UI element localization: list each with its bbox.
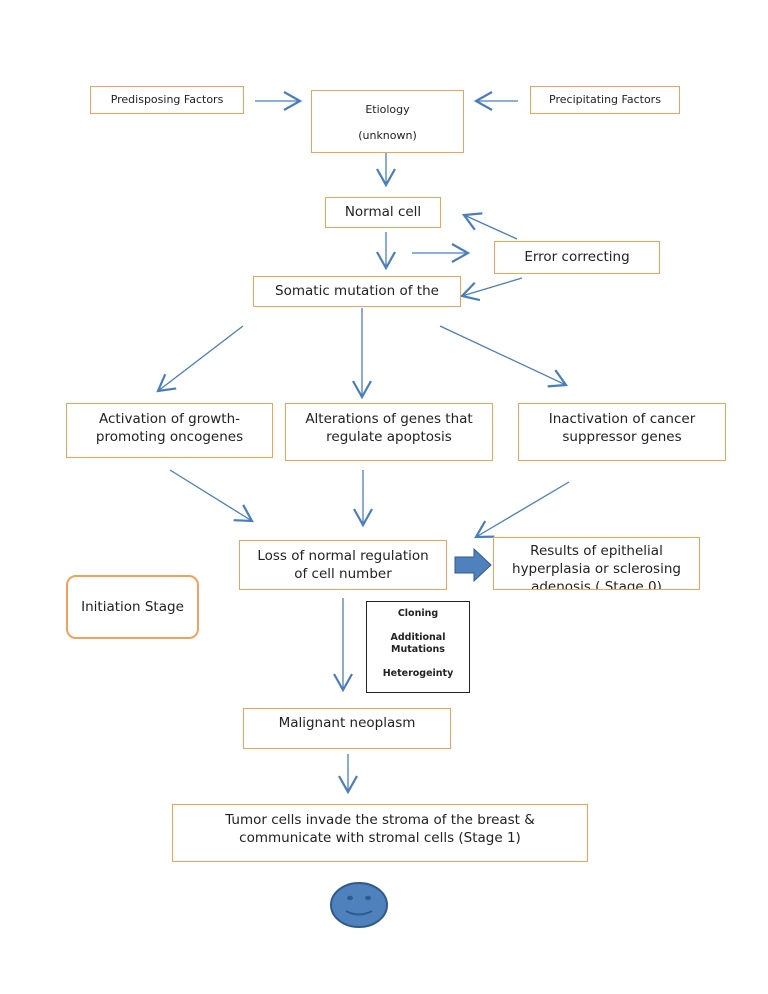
results-line-2: hyperplasia or sclerosing xyxy=(512,561,681,577)
tumor-invasion-box: Tumor cells invade the stroma of the bre… xyxy=(172,804,588,862)
precipitating-factors-box: Precipitating Factors xyxy=(530,86,680,114)
normal-cell-label: Normal cell xyxy=(344,204,422,220)
note-cloning: Cloning xyxy=(397,608,439,619)
loss-line-2: of cell number xyxy=(294,566,392,582)
arrow-activation-to-loss xyxy=(169,469,254,523)
malignant-neoplasm-label: Malignant neoplasm xyxy=(278,715,416,731)
etiology-title: Etiology xyxy=(365,103,410,116)
arrow-inactivation-to-loss xyxy=(474,481,570,539)
inactivation-line-1: Inactivation of cancer xyxy=(548,411,696,427)
initiation-stage-text: Initiation Stage xyxy=(81,599,184,615)
alterations-line-1: Alterations of genes that xyxy=(305,411,473,427)
arrow-error-to-normal xyxy=(461,212,518,240)
etiology-subtitle: (unknown) xyxy=(358,129,417,142)
error-correcting-label: Error correcting xyxy=(524,249,630,265)
arrow-somatic-to-activation xyxy=(156,325,244,393)
somatic-mutation-label: Somatic mutation of the xyxy=(275,283,439,299)
loss-of-regulation-box: Loss of normal regulation of cell number xyxy=(239,540,447,590)
arrow-somatic-to-inactivation xyxy=(439,325,569,388)
precipitating-factors-label: Precipitating Factors xyxy=(549,93,661,106)
note-additional: Additional xyxy=(390,632,446,643)
loss-line-1: Loss of normal regulation xyxy=(257,548,429,564)
malignant-neoplasm-box: Malignant neoplasm xyxy=(243,708,451,749)
predisposing-factors-label: Predisposing Factors xyxy=(110,93,224,106)
initiation-stage-label: Initiation Stage xyxy=(66,575,199,639)
error-correcting-box: Error correcting xyxy=(494,241,660,274)
activation-line-2: promoting oncogenes xyxy=(95,429,244,445)
block-arrow-loss-to-results xyxy=(454,547,492,583)
tumor-line-1: Tumor cells invade the stroma of the bre… xyxy=(225,812,535,828)
predisposing-factors-box: Predisposing Factors xyxy=(90,86,244,114)
results-line-1: Results of epithelial xyxy=(530,543,663,559)
etiology-box: Etiology (unknown) xyxy=(311,90,464,153)
results-line-3: adenosis ( Stage 0) xyxy=(531,579,662,590)
arrow-error-to-somatic xyxy=(459,277,523,302)
inactivation-suppressor-box: Inactivation of cancer suppressor genes xyxy=(518,403,726,461)
tumor-line-2: communicate with stromal cells (Stage 1) xyxy=(239,830,521,846)
inactivation-line-2: suppressor genes xyxy=(562,429,682,445)
activation-oncogenes-box: Activation of growth- promoting oncogene… xyxy=(66,403,273,458)
smiley-face-icon xyxy=(330,882,388,928)
activation-line-1: Activation of growth- xyxy=(98,411,241,427)
alterations-apoptosis-box: Alterations of genes that regulate apopt… xyxy=(285,403,493,461)
normal-cell-box: Normal cell xyxy=(325,197,441,228)
note-heterogeinty: Heterogeinty xyxy=(382,668,454,679)
cloning-note-box: Cloning Additional Mutations Heterogeint… xyxy=(366,601,470,693)
somatic-mutation-box: Somatic mutation of the xyxy=(253,276,461,307)
note-mutations: Mutations xyxy=(391,644,445,655)
alterations-line-2: regulate apoptosis xyxy=(326,429,452,445)
results-hyperplasia-box: Results of epithelial hyperplasia or scl… xyxy=(493,537,700,590)
